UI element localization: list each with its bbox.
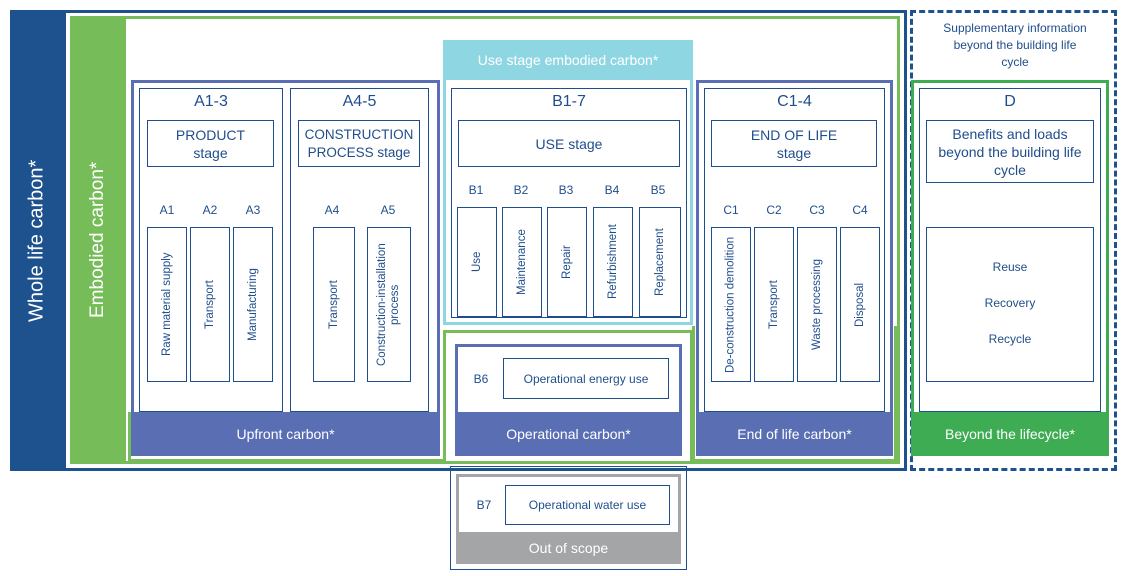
stage-b17-title: USE stage: [458, 120, 680, 167]
module-a4-code: A4: [324, 203, 340, 217]
stage-d-title: Benefits and loads beyond the building l…: [926, 120, 1094, 183]
stage-c14-title: END OF LIFE stage: [711, 120, 877, 167]
operational-green-frame: [443, 330, 693, 462]
module-a1-label: Raw material supply: [161, 252, 173, 357]
module-a1: [147, 227, 187, 382]
module-a5-label: Construction-installation process: [376, 243, 401, 366]
whole-life-label: Whole life carbon*: [25, 159, 48, 322]
module-a5: [367, 227, 411, 382]
module-c4: [840, 227, 880, 382]
module-b1-label: Use: [471, 251, 483, 273]
module-c1: [711, 227, 751, 382]
stage-d-items: [926, 227, 1094, 382]
module-b5: [639, 207, 681, 317]
module-c3-code: C3: [809, 203, 825, 217]
module-c2: [754, 227, 794, 382]
module-b5-code: B5: [650, 183, 666, 197]
module-c3-label: Waste processing: [811, 259, 823, 350]
upfront-bar: Upfront carbon*: [131, 412, 440, 456]
module-c3: [797, 227, 837, 382]
module-a4: [313, 227, 355, 382]
module-b2: [502, 207, 542, 317]
stage-d-code: D: [1004, 93, 1016, 110]
module-c1-label: De-construction demolition: [724, 236, 737, 373]
module-b3: [547, 207, 587, 317]
module-b4: [593, 207, 633, 317]
use-stage-bar: Use stage embodied carbon*: [443, 40, 693, 80]
module-a4-label: Transport: [328, 280, 340, 329]
module-b2-code: B2: [513, 183, 529, 197]
module-b1-code: B1: [468, 183, 484, 197]
operational-bar: Operational carbon*: [455, 412, 682, 456]
stage-a45-code: A4-5: [342, 93, 377, 110]
module-a2: [190, 227, 230, 382]
module-b3-label: Repair: [561, 245, 573, 279]
embodied-band: [70, 16, 126, 464]
module-a2-code: A2: [202, 203, 218, 217]
module-a3-label: Manufacturing: [247, 268, 259, 341]
embodied-label: Embodied carbon*: [87, 161, 108, 319]
module-a2-label: Transport: [204, 280, 216, 329]
stage-a45-title: CONSTRUCTION PROCESS stage: [298, 120, 420, 167]
stage-a13-title: PRODUCT stage: [147, 120, 274, 167]
module-c4-code: C4: [852, 203, 868, 217]
end-of-life-green-bracket: [692, 326, 897, 462]
stage-b17-code: B1-7: [552, 93, 586, 110]
module-c2-label: Transport: [768, 280, 780, 329]
module-b1: [457, 207, 497, 317]
item-reuse: Reuse: [992, 260, 1028, 274]
module-c2-code: C2: [766, 203, 782, 217]
module-b4-label: Refurbishment: [607, 224, 619, 300]
module-b7-code: B7: [476, 498, 492, 512]
module-b5-label: Replacement: [654, 228, 666, 296]
item-recycle: Recycle: [988, 332, 1032, 346]
supplementary-label: Supplementary information beyond the bui…: [943, 20, 1087, 69]
out-of-scope-bar: Out of scope: [456, 532, 681, 564]
module-b6-code: B6: [473, 372, 489, 386]
module-b4-code: B4: [604, 183, 620, 197]
module-b3-code: B3: [558, 183, 574, 197]
module-b6: Operational energy use: [503, 358, 669, 399]
module-b7: Operational water use: [505, 485, 670, 525]
module-a3: [233, 227, 273, 382]
item-recovery: Recovery: [984, 296, 1036, 310]
module-a5-code: A5: [380, 203, 396, 217]
beyond-bar: Beyond the lifecycle*: [911, 412, 1109, 456]
module-b2-label: Maintenance: [516, 229, 528, 295]
stage-c14-code: C1-4: [777, 93, 812, 110]
module-c4-label: Disposal: [854, 282, 866, 327]
end-of-life-bar: End of life carbon*: [696, 412, 893, 456]
stage-a13-code: A1-3: [194, 93, 228, 110]
module-c1-code: C1: [723, 203, 739, 217]
module-a1-code: A1: [159, 203, 175, 217]
out-of-scope-outer: [450, 466, 687, 570]
module-a3-code: A3: [245, 203, 261, 217]
